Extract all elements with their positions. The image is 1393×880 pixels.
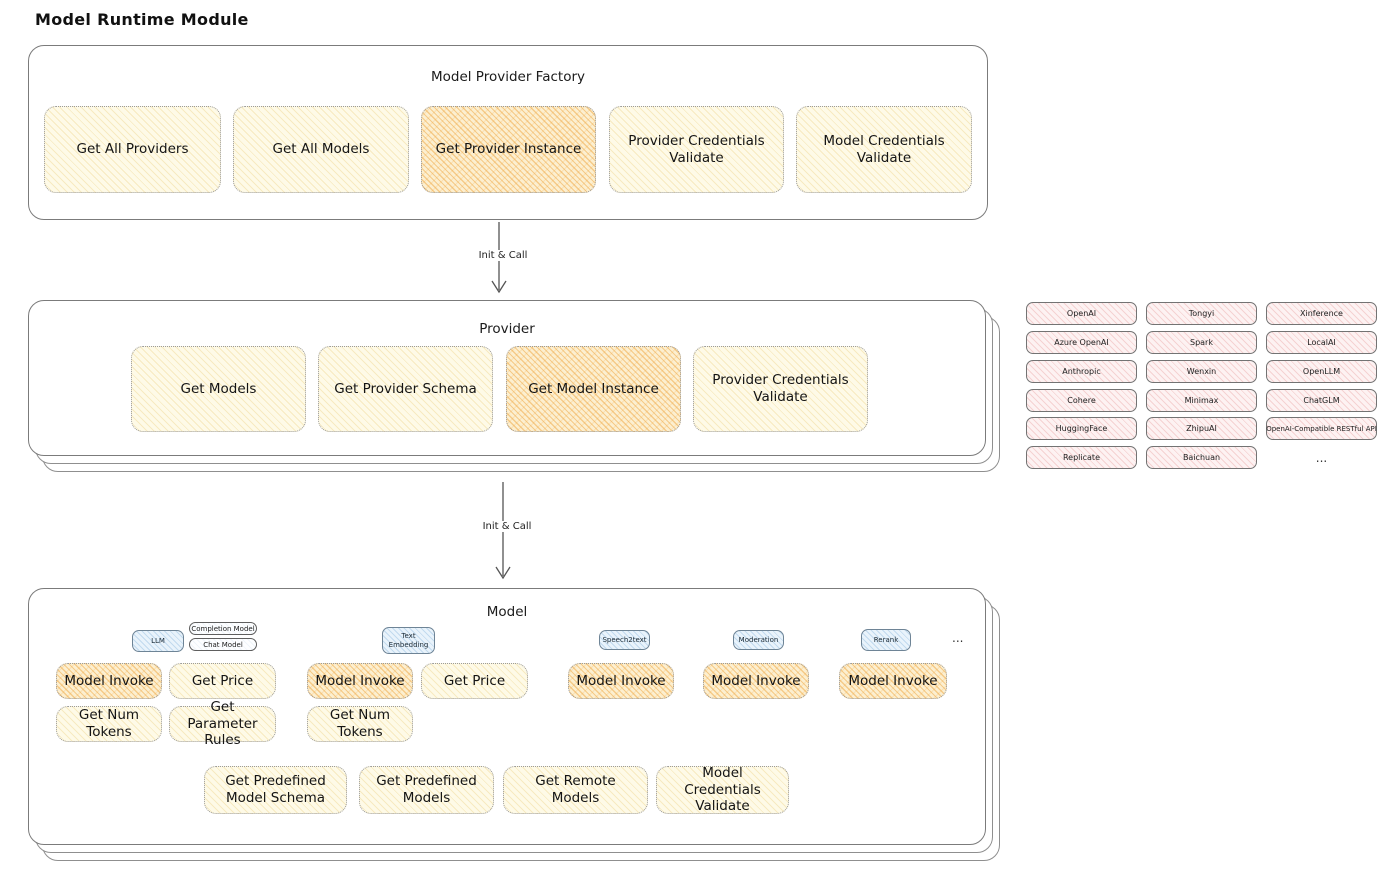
button-get-remote-models: Get Remote Models <box>503 766 648 814</box>
button-get-num-tokens-text-embedding: Get Num Tokens <box>307 706 413 742</box>
provider-pill-localai: LocalAI <box>1266 331 1377 354</box>
tag-chat-model: Chat Model <box>189 638 257 651</box>
model-frame: Model LLM Completion Model Chat Model Te… <box>28 588 986 845</box>
button-get-parameter-rules: Get Parameter Rules <box>169 699 276 748</box>
provider-pill-openai-compatible-restful-api: OpenAI-Compatible RESTful API <box>1266 417 1377 440</box>
factory-title: Model Provider Factory <box>430 69 585 85</box>
provider-pill-openai: OpenAI <box>1026 302 1137 325</box>
button-get-all-models: Get All Models <box>233 106 409 193</box>
button-model-credentials-validate: Model Credentials Validate <box>796 106 972 193</box>
tag-moderation: Moderation <box>733 630 784 650</box>
button-get-num-tokens-llm: Get Num Tokens <box>56 706 162 742</box>
arrow-down-icon-2 <box>495 482 511 580</box>
tag-text-embedding: Text Embedding <box>382 627 435 654</box>
provider-grid: OpenAI Tongyi Xinference Azure OpenAI Sp… <box>1026 302 1380 472</box>
provider-frame: Provider Get Models Get Provider Schema … <box>28 300 986 456</box>
provider-pill-wenxin: Wenxin <box>1146 360 1257 383</box>
provider-pill-cohere: Cohere <box>1026 389 1137 412</box>
button-model-invoke-llm: Model Invoke <box>56 663 162 699</box>
provider-grid-ellipsis: ... <box>1315 450 1328 465</box>
button-get-model-instance: Get Model Instance <box>506 346 681 432</box>
page-title: Model Runtime Module <box>35 10 249 29</box>
provider-pill-replicate: Replicate <box>1026 446 1137 469</box>
button-model-invoke-rerank: Model Invoke <box>839 663 947 699</box>
button-model-invoke-speech2text: Model Invoke <box>568 663 674 699</box>
model-title: Model <box>486 604 528 620</box>
button-provider-credentials-validate: Provider Credentials Validate <box>609 106 784 193</box>
arrow-label-init-call-1: Init & Call <box>462 250 544 261</box>
provider-pill-openllm: OpenLLM <box>1266 360 1377 383</box>
button-get-provider-schema: Get Provider Schema <box>318 346 493 432</box>
provider-pill-anthropic: Anthropic <box>1026 360 1137 383</box>
provider-pill-xinference: Xinference <box>1266 302 1377 325</box>
button-model-credentials-validate-model: Model Credentials Validate <box>656 765 789 814</box>
provider-pill-azure-openai: Azure OpenAI <box>1026 331 1137 354</box>
button-get-provider-instance: Get Provider Instance <box>421 106 596 193</box>
provider-title: Provider <box>479 321 535 337</box>
provider-pill-baichuan: Baichuan <box>1146 446 1257 469</box>
model-stack: Model LLM Completion Model Chat Model Te… <box>28 588 1000 861</box>
provider-pill-tongyi: Tongyi <box>1146 302 1257 325</box>
tag-speech2text: Speech2text <box>599 630 650 650</box>
tag-llm: LLM <box>132 630 184 652</box>
provider-pill-chatglm: ChatGLM <box>1266 389 1377 412</box>
provider-stack: Provider Get Models Get Provider Schema … <box>28 300 1000 472</box>
button-get-predefined-models: Get Predefined Models <box>359 766 494 814</box>
button-get-models: Get Models <box>131 346 306 432</box>
provider-pill-minimax: Minimax <box>1146 389 1257 412</box>
arrow-label-init-call-2: Init & Call <box>466 521 548 532</box>
button-model-invoke-text-embedding: Model Invoke <box>307 663 413 699</box>
button-get-predefined-model-schema: Get Predefined Model Schema <box>204 766 347 814</box>
tag-completion-model: Completion Model <box>189 622 257 635</box>
model-tags-ellipsis: ... <box>952 631 964 645</box>
button-get-price-text-embedding: Get Price <box>421 663 528 699</box>
provider-pill-zhipuai: ZhipuAI <box>1146 417 1257 440</box>
factory-frame: Model Provider Factory Get All Providers… <box>28 45 988 220</box>
provider-pill-huggingface: HuggingFace <box>1026 417 1137 440</box>
button-model-invoke-moderation: Model Invoke <box>703 663 809 699</box>
provider-pill-spark: Spark <box>1146 331 1257 354</box>
button-provider-credentials-validate-2: Provider Credentials Validate <box>693 346 868 432</box>
tag-rerank: Rerank <box>861 629 911 651</box>
button-get-all-providers: Get All Providers <box>44 106 221 193</box>
button-get-price-llm: Get Price <box>169 663 276 699</box>
